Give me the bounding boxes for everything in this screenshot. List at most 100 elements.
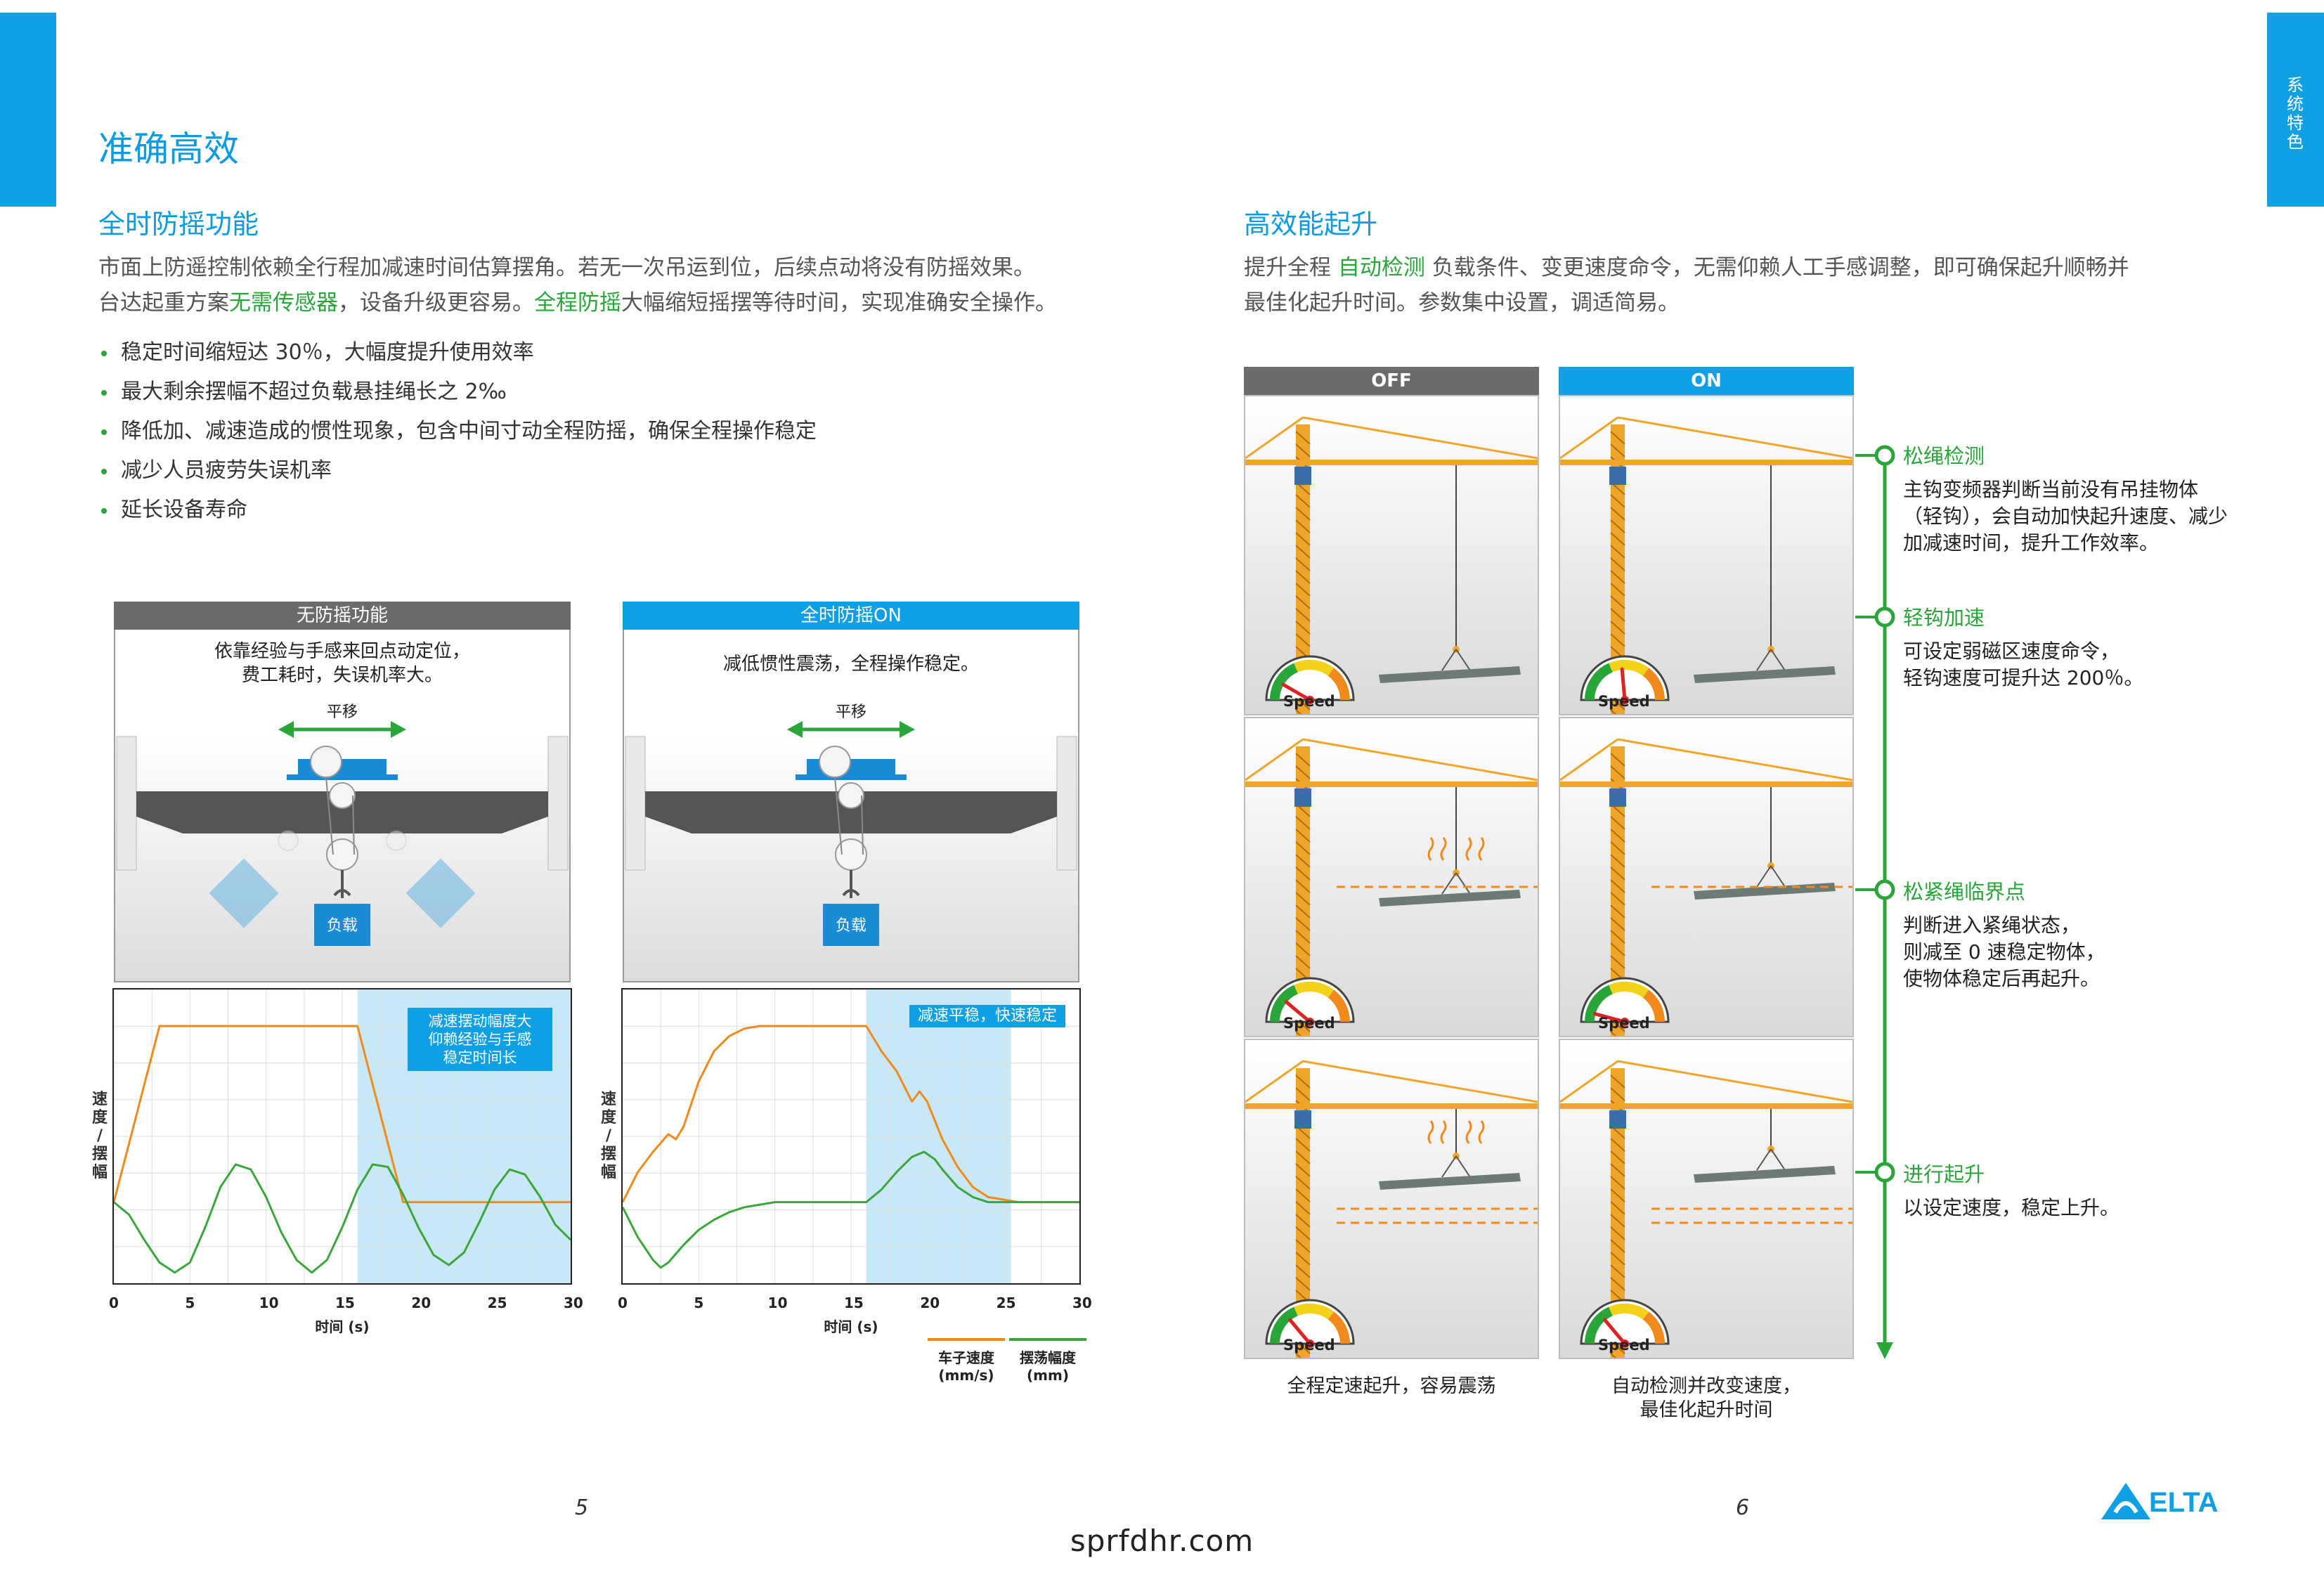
crane-lattice [1610, 930, 1625, 944]
gauge-orange [1642, 1311, 1665, 1344]
crane-tie [1245, 738, 1304, 781]
page-number-right: 6 [1736, 1495, 1750, 1520]
crane-lattice [1295, 595, 1311, 609]
steel-beam [1694, 1166, 1836, 1183]
crane-lattice [1295, 753, 1311, 767]
x-tick-label: 20 [411, 1294, 431, 1311]
delta-logo[interactable]: ELTA [2100, 1481, 2247, 1521]
vibration-mark [1440, 1120, 1447, 1144]
timeline-node-2 [1855, 606, 1895, 628]
sling [1756, 1148, 1772, 1171]
sling [1441, 1155, 1457, 1178]
chart-off-note-line: 仰赖经验与手感 [428, 1031, 532, 1048]
crane-lattice [1295, 942, 1311, 956]
crane-lattice [1295, 1277, 1311, 1291]
crane-lattice [1610, 1075, 1625, 1089]
crane-lattice [1610, 942, 1625, 956]
chart-off: 减速摆动幅度大 仰赖经验与手感 稳定时间长 [112, 988, 572, 1285]
caption-on: 自动检测并改变速度，最佳化起升时间 [1611, 1375, 1801, 1421]
x-tick-label: 15 [844, 1294, 864, 1311]
legend-speed: 车子速度 (mm/s) [928, 1338, 1005, 1384]
gauge-green [1269, 663, 1299, 701]
crane-lattice [1295, 1087, 1311, 1101]
legend-swing: 摆荡幅度 (mm) [1009, 1338, 1086, 1384]
crane-lattice [1610, 955, 1625, 969]
trolley-off-illustration: 平移 负载 [115, 703, 569, 981]
chart-on-ylabel: 速度/摆幅 [600, 1091, 616, 1181]
chart-on-xlabel: 时间 (s) [824, 1318, 878, 1335]
crane-lattice [1295, 494, 1311, 508]
series-speed-line [623, 1025, 1079, 1204]
speed-label: Speed [1283, 1337, 1335, 1354]
gauge-yellow [1609, 981, 1649, 998]
x-tick-label: 20 [920, 1294, 940, 1311]
crane-lattice [1295, 841, 1311, 855]
crane-lattice [1295, 1214, 1311, 1228]
step-slack-detection: 松绳检测 主钩变频器判断当前没有吊挂物体（轻钩），会自动加快起升速度、减少加减速… [1903, 440, 2240, 557]
step-title: 轻钩加速 [1903, 606, 1985, 630]
crane-lattice [1610, 841, 1625, 855]
crane-lattice [1610, 1277, 1625, 1291]
crane-lattice [1610, 621, 1625, 635]
crane-jib [1560, 781, 1852, 787]
crane-lattice [1610, 917, 1625, 931]
x-tick-label: 0 [618, 1294, 628, 1311]
gauge-hub [1621, 696, 1629, 704]
section-tab[interactable]: 系统特色 [2267, 13, 2324, 207]
crane-tie [1302, 738, 1538, 781]
crane-lattice [1610, 443, 1625, 457]
crane-lattice [1610, 1138, 1625, 1152]
chart-on: 减速平稳，快速稳定 [621, 988, 1081, 1285]
crane-tie [1617, 1060, 1853, 1103]
crane-tie [1302, 1060, 1538, 1103]
steel-beam [1379, 890, 1521, 907]
crane-lattice [1610, 1201, 1625, 1215]
gauge-needle [1288, 1318, 1312, 1346]
steel-beam [1694, 883, 1836, 900]
series-swing-line [623, 1150, 1079, 1269]
crane-lattice [1295, 1138, 1311, 1152]
crane-jib [1560, 1103, 1852, 1109]
crane-tie [1245, 1060, 1304, 1103]
gauge-green [1269, 1306, 1299, 1344]
crane-cell-on: Speed [1559, 717, 1854, 1045]
crane-lattice [1610, 1150, 1625, 1164]
move-label: 平移 [836, 703, 866, 721]
gauge-green [1584, 985, 1614, 1023]
x-tick-label: 30 [1072, 1294, 1092, 1311]
footer-url[interactable]: sprfdhr.com [1070, 1524, 1254, 1558]
crane-lattice [1610, 1176, 1625, 1190]
crane-lattice [1610, 532, 1625, 546]
speed-label: Speed [1283, 693, 1335, 710]
steel-beam [1379, 1173, 1521, 1190]
crane-cell-on: Speed [1559, 395, 1854, 723]
chart-on-note: 减速平稳，快速稳定 [909, 1005, 1065, 1027]
step-text: 主钩变频器判断当前没有吊挂物体（轻钩），会自动加快起升速度、减少加减速时间，提升… [1903, 478, 2228, 554]
sling [1770, 865, 1786, 888]
legend-speed-swatch [928, 1338, 1005, 1341]
crane-lattice [1610, 879, 1625, 893]
crane-lattice [1295, 1075, 1311, 1089]
steel-beam [1379, 666, 1521, 683]
crane-lattice [1295, 519, 1311, 533]
crane-lattice [1295, 1176, 1311, 1190]
timeline-node-1 [1855, 445, 1895, 466]
legend-swing-swatch [1009, 1338, 1086, 1341]
gauge-green [1584, 1306, 1614, 1344]
crane-lattice [1295, 583, 1311, 597]
tower-crane-illustration [1559, 1060, 1853, 1367]
step-tension-point: 松紧绳临界点 判断进入紧绳状态，则减至 0 速稳定物体，使物体稳定后再起升。 [1903, 876, 2240, 992]
right-heading: 高效能起升 [1244, 209, 1378, 240]
vibration-mark [1427, 1120, 1434, 1144]
crane-jib [1245, 781, 1538, 787]
crane-lattice [1610, 1239, 1625, 1253]
sling [1756, 649, 1772, 671]
speed-label: Speed [1598, 693, 1650, 710]
timeline-node-4 [1855, 1162, 1895, 1183]
speed-label: Speed [1283, 1015, 1335, 1032]
crane-lattice [1610, 557, 1625, 571]
gauge-hub [1621, 1339, 1629, 1348]
gauge-yellow [1294, 1303, 1335, 1320]
